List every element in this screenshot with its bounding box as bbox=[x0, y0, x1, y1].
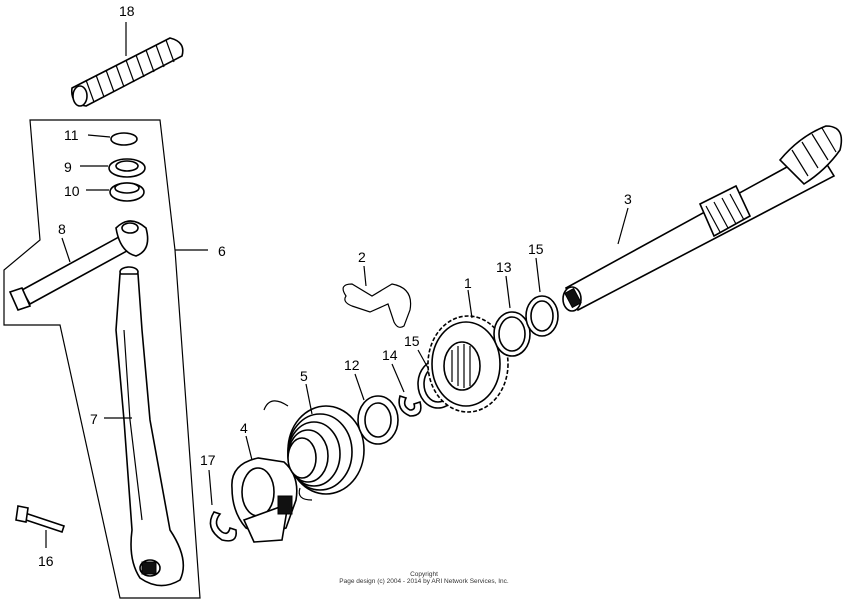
part-12-washer bbox=[357, 395, 399, 445]
callout-10: 10 bbox=[64, 183, 80, 199]
part-3-spindle bbox=[562, 125, 843, 312]
copyright-line-2: Page design (c) 2004 - 2014 by ARI Netwo… bbox=[339, 578, 509, 585]
part-16-bolt bbox=[15, 505, 66, 534]
part-17-circlip bbox=[209, 511, 238, 542]
callout-2: 2 bbox=[358, 249, 366, 265]
callout-5: 5 bbox=[300, 368, 308, 384]
callout-17: 17 bbox=[200, 452, 216, 468]
part-7-kick-arm bbox=[115, 266, 185, 587]
part-14-circlip bbox=[398, 394, 422, 417]
part-13-washer bbox=[493, 311, 531, 357]
callout-13: 13 bbox=[496, 259, 512, 275]
callout-15-left: 15 bbox=[404, 333, 420, 349]
part-2-clip bbox=[342, 283, 412, 328]
callout-8: 8 bbox=[58, 221, 66, 237]
copyright-line-1: Copyright bbox=[410, 571, 438, 578]
callout-12: 12 bbox=[344, 357, 360, 373]
assembly-6-outline bbox=[3, 119, 201, 599]
callout-14: 14 bbox=[382, 347, 398, 363]
callout-9: 9 bbox=[64, 159, 72, 175]
part-8-bolt bbox=[8, 220, 149, 311]
callout-1: 1 bbox=[464, 275, 472, 291]
callout-4: 4 bbox=[240, 420, 248, 436]
callout-11: 11 bbox=[64, 127, 79, 143]
part-18-spring bbox=[70, 37, 184, 107]
part-5-spring bbox=[263, 400, 365, 501]
part-9-seal bbox=[108, 158, 146, 178]
part-11-ring bbox=[110, 132, 138, 146]
part-1-gear bbox=[427, 315, 509, 413]
callout-3: 3 bbox=[624, 191, 632, 207]
part-10-bushing bbox=[109, 182, 145, 202]
part-4-ratchet bbox=[231, 457, 298, 543]
callout-16: 16 bbox=[38, 553, 54, 569]
callout-18: 18 bbox=[119, 3, 135, 19]
part-15-washer-right bbox=[525, 295, 559, 337]
callout-7: 7 bbox=[90, 411, 98, 427]
callout-15-right: 15 bbox=[528, 241, 544, 257]
callout-6: 6 bbox=[218, 243, 226, 259]
